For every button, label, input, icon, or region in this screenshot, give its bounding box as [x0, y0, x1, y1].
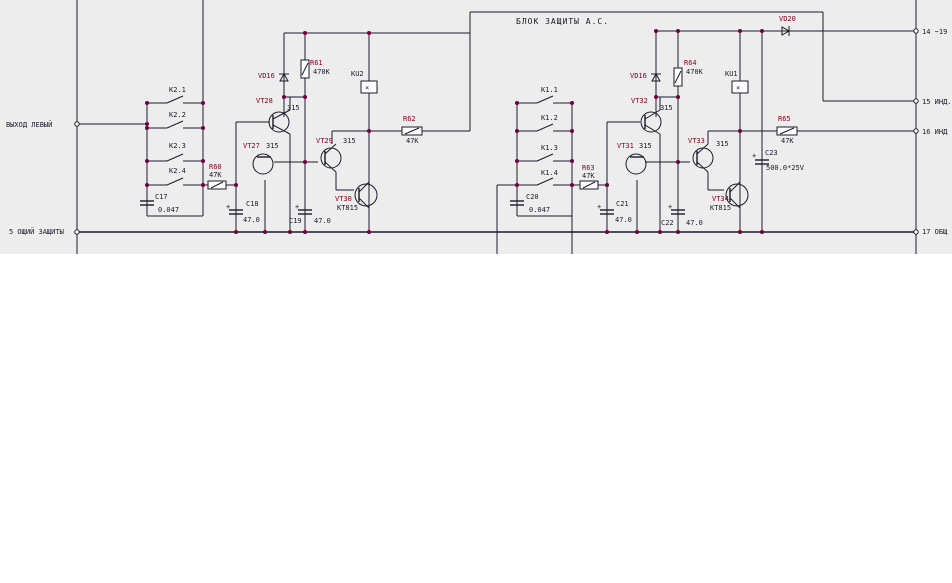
- label-vd16-right: VD16: [630, 72, 647, 80]
- diode-symbols: [279, 26, 791, 82]
- type-vt33: 315: [716, 140, 729, 148]
- label-vt34: VT34: [712, 195, 729, 203]
- value-c20: 0.047: [529, 206, 550, 214]
- label-k23: K2.3: [169, 142, 186, 150]
- connector-pins: [74, 28, 919, 235]
- label-vt32: VT32: [631, 97, 648, 105]
- type-vt31: 315: [639, 142, 652, 150]
- pin-15: [913, 98, 919, 104]
- label-r63: R63: [582, 164, 595, 172]
- label-vt28: VT28: [256, 97, 273, 105]
- junction-dots: [145, 29, 764, 234]
- svg-text:×: ×: [736, 84, 740, 92]
- label-k12: K1.2: [541, 114, 558, 122]
- label-k14: K1.4: [541, 169, 558, 177]
- pin-17: [913, 229, 919, 235]
- label-r65: R65: [778, 115, 791, 123]
- type-vt34: KT815: [710, 204, 731, 212]
- label-c18: C18: [246, 200, 259, 208]
- label-vd20: VD20: [779, 15, 796, 23]
- label-c23: C23: [765, 149, 778, 157]
- label-pin-5: 5 ОЩИЙ ЗАЩИТЫ: [9, 227, 64, 236]
- label-ku1: KU1: [725, 70, 738, 78]
- label-pin-15: 15 ИНД.: [922, 98, 952, 106]
- label-k13: K1.3: [541, 144, 558, 152]
- value-r63: 47K: [582, 172, 595, 180]
- value-c17: 0.047: [158, 206, 179, 214]
- value-r62: 47K: [406, 137, 419, 145]
- label-r64: R64: [684, 59, 697, 67]
- value-c22: 47.0: [686, 219, 703, 227]
- label-k24: K2.4: [169, 167, 186, 175]
- label-vt31: VT31: [617, 142, 634, 150]
- label-vt30: VT30: [335, 195, 352, 203]
- relay-coils: × ×: [360, 80, 749, 94]
- label-c19: C19: [289, 217, 302, 225]
- type-vt30: KT815: [337, 204, 358, 212]
- label-ku2: KU2: [351, 70, 364, 78]
- label-pin-17: 17 ОБЩ: [922, 228, 948, 236]
- label-r60: R60: [209, 163, 222, 171]
- label-pin-14: 14 ~19: [922, 28, 947, 36]
- resistor-bodies: [207, 59, 798, 190]
- label-k11: K1.1: [541, 86, 558, 94]
- label-c21: C21: [616, 200, 629, 208]
- label-c17: C17: [155, 193, 168, 201]
- protection-block-schematic: × × ++ ++ + БЛОК ЗАЩИТЫ А: [0, 0, 952, 254]
- value-c18: 47.0: [243, 216, 260, 224]
- value-r61: 470K: [313, 68, 331, 76]
- value-c23: 500.0*25V: [766, 164, 805, 172]
- label-vt27: VT27: [243, 142, 260, 150]
- value-r65: 47K: [781, 137, 794, 145]
- label-k21: K2.1: [169, 86, 186, 94]
- type-vt32: 315: [660, 104, 673, 112]
- label-in-left: ВЫХОД ЛЕВЫЙ: [6, 120, 52, 129]
- label-r62: R62: [403, 115, 416, 123]
- pin-14: [913, 28, 919, 34]
- relay-contacts: [166, 95, 554, 186]
- svg-text:+: +: [668, 203, 672, 211]
- type-vt28: 315: [287, 104, 300, 112]
- value-r64: 470K: [686, 68, 704, 76]
- value-r60: 47K: [209, 171, 222, 179]
- svg-text:+: +: [295, 203, 299, 211]
- label-pin-16: 16 ИНД: [922, 128, 948, 136]
- type-vt29: 315: [343, 137, 356, 145]
- value-c21: 47.0: [615, 216, 632, 224]
- svg-text:+: +: [226, 203, 230, 211]
- label-c22: C22: [661, 219, 674, 227]
- label-r61: R61: [310, 59, 323, 67]
- label-c20: C20: [526, 193, 539, 201]
- value-c19: 47.0: [314, 217, 331, 225]
- type-vt27: 315: [266, 142, 279, 150]
- svg-text:+: +: [752, 152, 756, 160]
- capacitor-plates: + + + + +: [140, 152, 769, 215]
- svg-text:×: ×: [365, 84, 369, 92]
- label-k22: K2.2: [169, 111, 186, 119]
- block-title: БЛОК ЗАЩИТЫ А.С.: [516, 17, 609, 26]
- label-vd16-left: VD16: [258, 72, 275, 80]
- transistor-symbols: [252, 109, 749, 209]
- pin-in-left: [74, 121, 80, 127]
- pin-16: [913, 128, 919, 134]
- label-vt33: VT33: [688, 137, 705, 145]
- pin-5: [74, 229, 80, 235]
- label-vt29: VT29: [316, 137, 333, 145]
- svg-text:+: +: [597, 203, 601, 211]
